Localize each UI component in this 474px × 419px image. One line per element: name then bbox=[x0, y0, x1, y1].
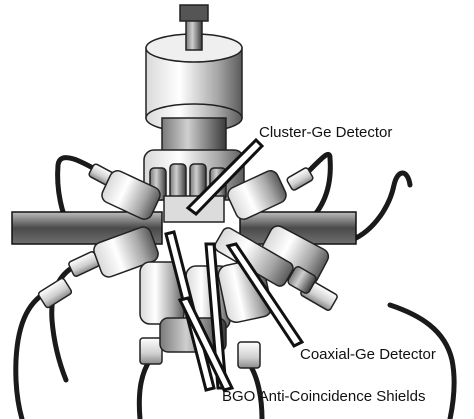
coaxial-end bbox=[287, 266, 317, 294]
leader-cluster bbox=[185, 137, 265, 216]
bgo-upper-left bbox=[101, 170, 161, 220]
cable-right-lower bbox=[387, 302, 457, 419]
pmt-bottom-right bbox=[237, 341, 261, 369]
photomultiplier-connectors bbox=[37, 163, 338, 369]
cable-left-mid bbox=[49, 259, 87, 383]
cable-right-upper bbox=[297, 151, 333, 223]
leader-bgo-3 bbox=[177, 296, 235, 392]
pmt-left-lower bbox=[37, 277, 73, 309]
label-cluster-ge-detector: Cluster-Ge Detector bbox=[259, 124, 393, 141]
crystal-2 bbox=[169, 163, 187, 201]
dewar-neck bbox=[185, 19, 203, 51]
leader-coaxial bbox=[225, 242, 305, 348]
bgo-left bbox=[93, 226, 159, 278]
cluster-dewar bbox=[145, 4, 243, 159]
label-coaxial-ge-detector: Coaxial-Ge Detector bbox=[300, 346, 436, 363]
pmt-bottom-left bbox=[139, 337, 163, 365]
bgo-upper-right bbox=[227, 170, 287, 220]
cable-right-mid bbox=[349, 170, 413, 243]
coaxial-ge-detector bbox=[214, 227, 317, 294]
pmt-right-upper bbox=[286, 167, 314, 191]
cable-bottom-left bbox=[136, 357, 153, 419]
label-bgo-anti-coincidence-shields: BGO Anti-Coincidence Shields bbox=[222, 388, 426, 405]
dewar-valve bbox=[179, 4, 209, 22]
leader-lines bbox=[164, 137, 305, 392]
cable-left-lower bbox=[13, 287, 53, 419]
